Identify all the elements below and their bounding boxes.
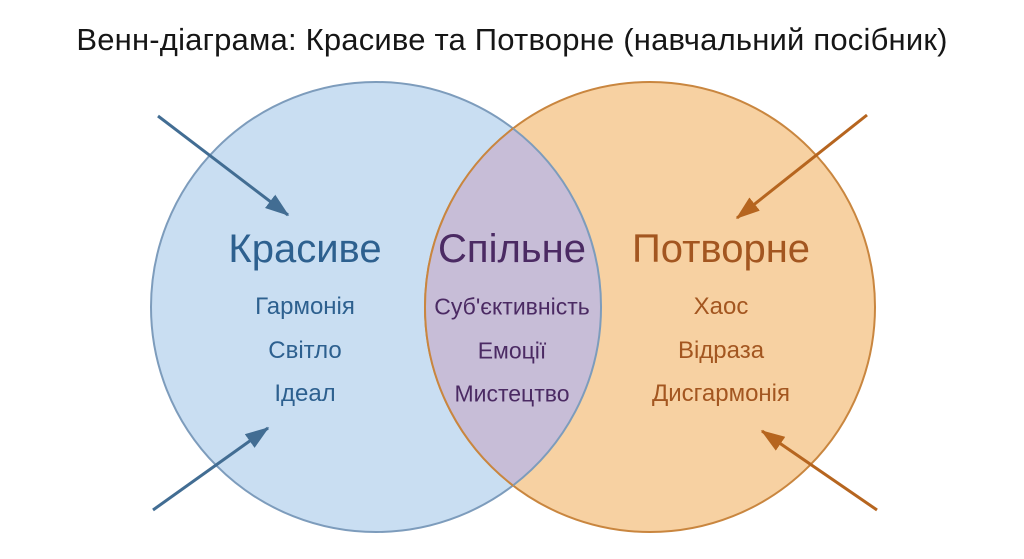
right-set-item: Хаос [693, 293, 749, 320]
arrow-top-left [157, 114, 290, 217]
lens-left-edge [424, 127, 514, 487]
left-set-label: Красиве [228, 227, 382, 271]
left-set-item: Ідеал [274, 380, 336, 407]
overlap-label: Спільне [438, 227, 586, 271]
overlap-item: Суб'єктивність [434, 293, 590, 320]
right-set-item: Відраза [677, 337, 765, 364]
arrow-top-right [735, 113, 868, 220]
right-set-item: Дисгармонія [651, 380, 791, 407]
lens-right-edge [512, 127, 602, 487]
arrow-bottom-left [152, 426, 270, 512]
left-set-item: Гармонія [255, 293, 355, 320]
overlap-item: Емоції [477, 337, 547, 364]
page-title: Венн-діаграма: Красиве та Потворне (навч… [76, 22, 948, 57]
arrow-bottom-right [760, 429, 878, 512]
intersection-lens [424, 128, 602, 486]
right-set-label: Потворне [631, 227, 811, 271]
overlap-item: Мистецтво [454, 380, 570, 407]
left-set-item: Світло [268, 337, 342, 364]
